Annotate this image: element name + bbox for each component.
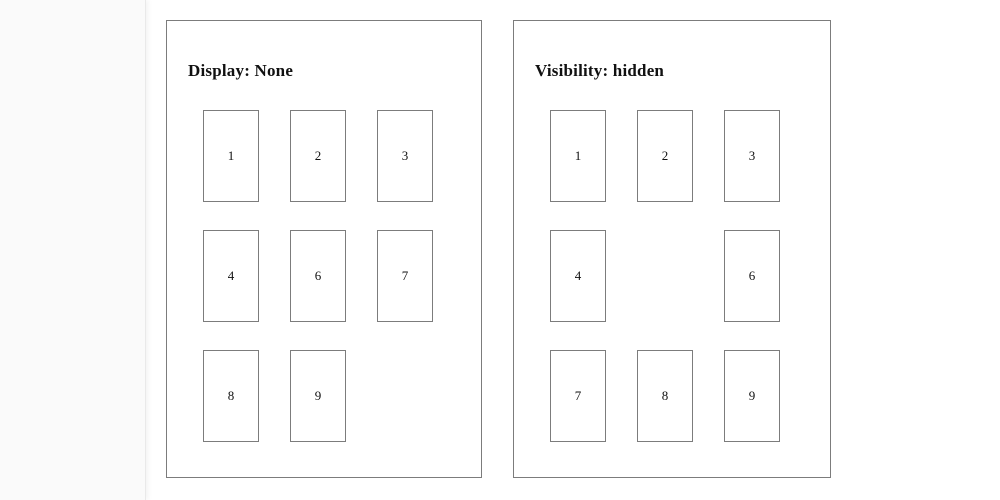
panel-display-none: Display: None 123456789 bbox=[166, 20, 482, 478]
box-3: 3 bbox=[724, 110, 780, 202]
box-4: 4 bbox=[550, 230, 606, 322]
box-8: 8 bbox=[203, 350, 259, 442]
box-7: 7 bbox=[550, 350, 606, 442]
box-grid-display-none: 123456789 bbox=[203, 110, 433, 442]
box-grid-visibility-hidden: 123456789 bbox=[550, 110, 780, 442]
panel-title-visibility-hidden: Visibility: hidden bbox=[535, 61, 665, 80]
panel-visibility-hidden: Visibility: hidden 123456789 bbox=[513, 20, 831, 478]
box-8: 8 bbox=[637, 350, 693, 442]
page-gutter bbox=[0, 0, 146, 500]
box-3: 3 bbox=[377, 110, 433, 202]
box-4: 4 bbox=[203, 230, 259, 322]
box-1: 1 bbox=[550, 110, 606, 202]
box-1: 1 bbox=[203, 110, 259, 202]
box-9: 9 bbox=[290, 350, 346, 442]
panel-title-display-none: Display: None bbox=[188, 61, 294, 80]
box-6: 6 bbox=[724, 230, 780, 322]
box-2: 2 bbox=[637, 110, 693, 202]
box-6: 6 bbox=[290, 230, 346, 322]
box-7: 7 bbox=[377, 230, 433, 322]
box-2: 2 bbox=[290, 110, 346, 202]
box-9: 9 bbox=[724, 350, 780, 442]
